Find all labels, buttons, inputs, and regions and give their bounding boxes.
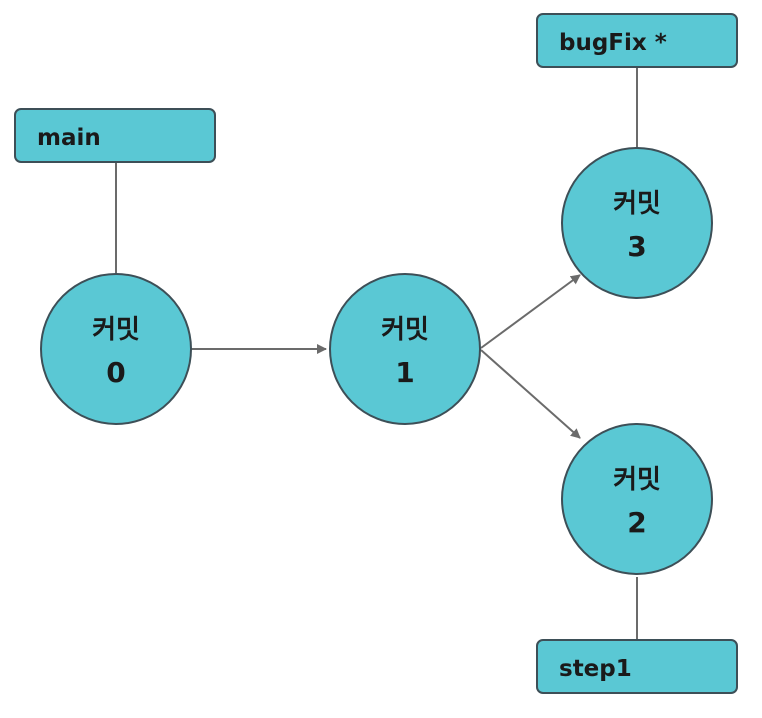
- commit-node-1-number: 1: [395, 356, 414, 389]
- arrow-commit1-to-commit2: [480, 349, 581, 439]
- branch-label-main: main: [14, 108, 216, 163]
- commit-node-2: 커밋 2: [561, 423, 713, 575]
- commit-node-3: 커밋 3: [561, 147, 713, 299]
- commit-node-3-title: 커밋: [613, 189, 661, 219]
- commit-node-2-number: 2: [627, 506, 646, 539]
- arrow-commit1-to-commit3: [480, 274, 581, 349]
- commit-node-1: 커밋 1: [329, 273, 481, 425]
- commit-node-3-number: 3: [627, 230, 646, 263]
- branch-label-bugfix-text: bugFix *: [559, 30, 667, 56]
- commit-node-1-title: 커밋: [381, 315, 429, 345]
- commit-node-0-title: 커밋: [92, 315, 140, 345]
- commit-node-0-number: 0: [106, 356, 125, 389]
- commit-node-0: 커밋 0: [40, 273, 192, 425]
- branch-label-bugfix: bugFix *: [536, 13, 738, 68]
- commit-node-2-title: 커밋: [613, 465, 661, 495]
- branch-label-step1-text: step1: [559, 656, 632, 682]
- branch-label-main-text: main: [37, 125, 101, 151]
- branch-label-step1: step1: [536, 639, 738, 694]
